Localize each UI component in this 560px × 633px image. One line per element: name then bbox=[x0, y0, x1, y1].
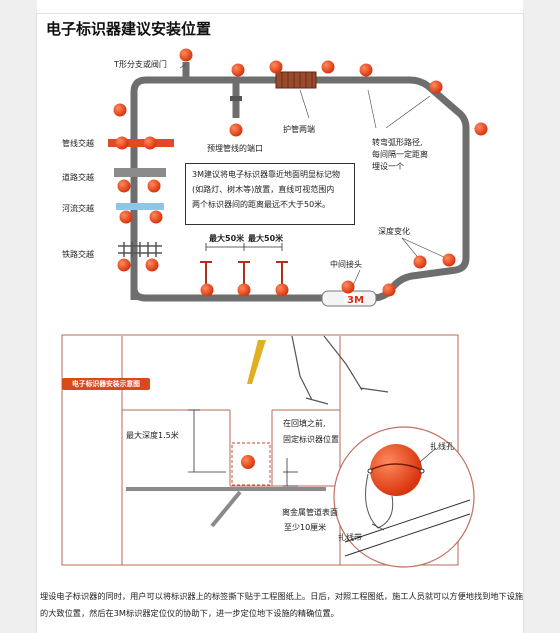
label-fix-marker: 固定标识器位置 bbox=[283, 435, 339, 444]
label-before-backfill: 在回填之前, bbox=[283, 419, 326, 428]
detail-marker-ball bbox=[370, 444, 422, 496]
label-max50-a: 最大50米 bbox=[209, 234, 245, 243]
callout-line: 3M建议将电子标识器靠近地面明显标记物 bbox=[192, 170, 340, 179]
label-tie-strap: 扎线带 bbox=[338, 533, 362, 542]
marker-balls bbox=[113, 48, 488, 297]
brand-3m-logo: 3M bbox=[347, 295, 364, 306]
tie-strap bbox=[365, 473, 394, 529]
worker-legs bbox=[291, 335, 389, 405]
road-cross-bar bbox=[114, 168, 166, 177]
detail-pipe bbox=[344, 499, 471, 543]
label-reserved-port: 预埋管线的端口 bbox=[207, 144, 263, 153]
body-paragraph: 埋设电子标识器的同时，用户可以将标识器上的标签撕下贴于工程图纸上。日后，对照工程… bbox=[40, 591, 524, 618]
callout-line: 两个标识器间的距离最远不大于50米。 bbox=[192, 200, 331, 209]
label-tie-hole: 扎线孔 bbox=[430, 442, 454, 451]
right-margin bbox=[523, 0, 560, 633]
label-rail-cross: 铁路交越 bbox=[62, 250, 94, 259]
label-depth-change: 深度变化 bbox=[378, 227, 410, 236]
label-max-depth: 最大深度1.5米 bbox=[126, 431, 179, 440]
river-cross-bar bbox=[116, 203, 164, 210]
label-pipe-cross: 管线交越 bbox=[62, 139, 94, 148]
depth-dimension bbox=[188, 409, 226, 473]
label-turn-2: 每间隔一定距离 bbox=[372, 150, 428, 159]
label-river-cross: 河流交越 bbox=[62, 204, 94, 213]
buried-marker bbox=[241, 455, 255, 469]
detail-inset bbox=[333, 426, 475, 568]
recommendation-callout: 3M建议将电子标识器靠近地面明显标记物 (如路灯、树木等)放置，直线可视范围内 … bbox=[185, 163, 355, 225]
label-max50-b: 最大50米 bbox=[248, 234, 284, 243]
distance-marker-dimension bbox=[283, 458, 298, 487]
shovel-handle bbox=[247, 340, 266, 384]
label-t-branch: T形分支或阀门 bbox=[114, 60, 167, 69]
label-turn: 转弯弧形路径, bbox=[372, 138, 423, 147]
label-distance-1: 离金属管道表面 bbox=[282, 508, 338, 517]
distance-dimension bbox=[205, 243, 283, 251]
callout-line: (如路灯、树木等)放置，直线可视范围内 bbox=[192, 185, 335, 194]
label-distance-2: 至少10厘米 bbox=[284, 523, 327, 532]
install-diagram-tag: 电子标识器安装示意图 bbox=[62, 378, 150, 390]
branch-pipe bbox=[210, 490, 242, 528]
label-middle-joint: 中间接头 bbox=[330, 260, 362, 269]
left-margin bbox=[0, 0, 37, 633]
label-road-cross: 道路交越 bbox=[62, 173, 94, 182]
rail-cross-symbol bbox=[118, 242, 162, 257]
page-title: 电子标识器建议安装位置 bbox=[46, 20, 212, 38]
pipe-cross-bar bbox=[108, 139, 174, 147]
reserved-port-cap bbox=[230, 96, 242, 101]
label-protect-end: 护管两端 bbox=[283, 125, 315, 134]
label-turn-3: 埋设一个 bbox=[372, 162, 404, 171]
